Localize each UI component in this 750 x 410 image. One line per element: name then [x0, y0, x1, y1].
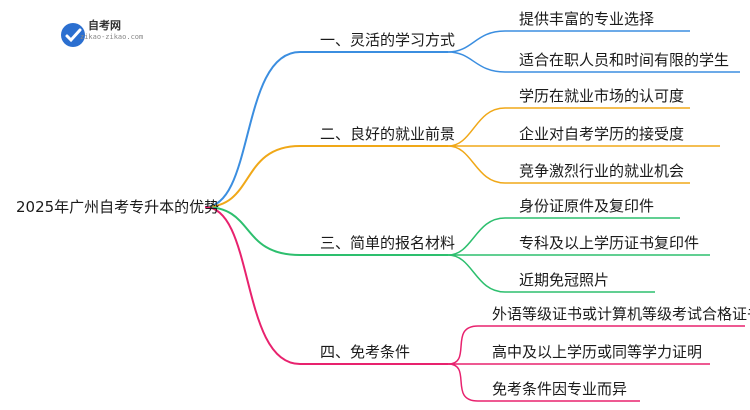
logo — [30, 12, 180, 52]
branch-connector — [204, 51, 448, 208]
branch-connector — [204, 206, 448, 365]
leaf-topic: 身份证原件及复印件 — [519, 197, 655, 215]
leaf-topic: 企业对自考学历的接受度 — [519, 125, 685, 143]
leaf-topic: 提供丰富的专业选择 — [519, 10, 655, 28]
logo-icon — [61, 23, 85, 47]
root-topic: 2025年广州自考专升本的优势 — [16, 198, 220, 216]
leaf-connector — [447, 51, 740, 73]
leaf-connector — [447, 254, 655, 293]
branch-topic: 一、灵活的学习方式 — [320, 31, 456, 49]
logo-url: zikao-zikao.com — [80, 33, 144, 41]
leaf-connector — [447, 217, 680, 256]
branch-topic: 四、免考条件 — [320, 343, 411, 361]
logo-name: 自考网 — [88, 19, 121, 32]
leaf-topic: 近期免冠照片 — [519, 271, 610, 289]
branch-topic: 二、良好的就业前景 — [320, 125, 456, 143]
leaf-topic: 外语等级证书或计算机等级考试合格证书 — [492, 305, 750, 323]
leaf-connector — [447, 325, 745, 365]
leaf-connector — [447, 107, 690, 147]
leaf-topic: 适合在职人员和时间有限的学生 — [519, 51, 730, 69]
leaf-topic: 免考条件因专业而异 — [492, 380, 628, 398]
leaf-topic: 竞争激烈行业的就业机会 — [519, 162, 685, 180]
leaf-topic: 专科及以上学历证书复印件 — [519, 234, 700, 252]
leaf-connector — [447, 363, 640, 402]
leaf-topic: 学历在就业市场的认可度 — [519, 87, 685, 105]
leaf-topic: 高中及以上学历或同等学力证明 — [492, 343, 703, 361]
leaf-connector — [447, 145, 690, 184]
branch-connector — [204, 145, 448, 208]
leaf-connector — [447, 30, 690, 53]
branch-connector — [204, 206, 448, 256]
branch-topic: 三、简单的报名材料 — [320, 234, 456, 252]
